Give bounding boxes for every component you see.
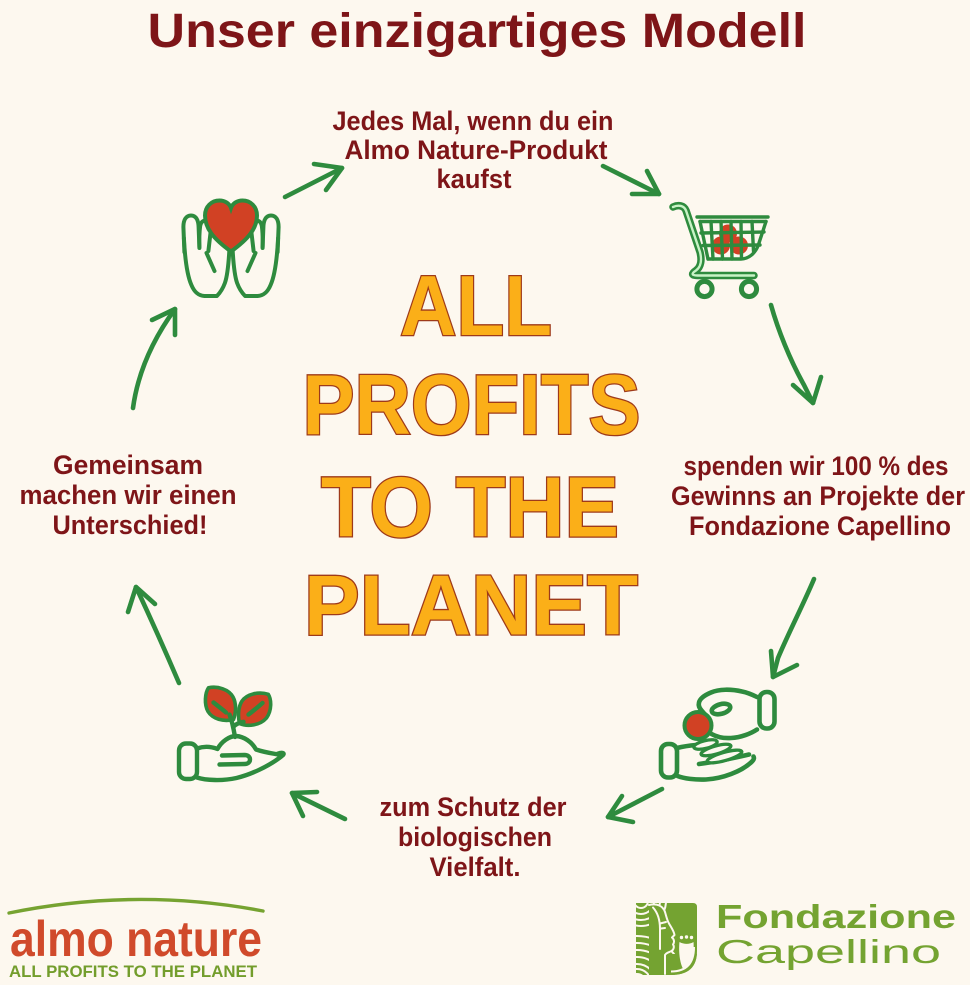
svg-text:ALL PROFITS TO THE PLANET: ALL PROFITS TO THE PLANET — [9, 962, 258, 981]
svg-text:machen wir einen: machen wir einen — [20, 480, 237, 510]
svg-text:ALL: ALL — [400, 259, 552, 354]
svg-text:Unterschied!: Unterschied! — [53, 510, 208, 540]
svg-text:spenden wir 100 % des: spenden wir 100 % des — [684, 451, 949, 481]
svg-text:Capellino: Capellino — [716, 933, 941, 970]
svg-text:PLANET: PLANET — [304, 559, 638, 654]
svg-text:Jedes Mal, wenn du ein: Jedes Mal, wenn du ein — [333, 106, 614, 136]
svg-text:Almo Nature-Produkt: Almo Nature-Produkt — [345, 135, 608, 165]
svg-text:kaufst: kaufst — [437, 164, 512, 194]
svg-text:almo nature: almo nature — [10, 911, 262, 967]
svg-text:Gewinns an Projekte der: Gewinns an Projekte der — [671, 481, 965, 511]
svg-text:zum Schutz der: zum Schutz der — [380, 792, 567, 822]
svg-text:TO THE: TO THE — [321, 461, 619, 556]
svg-text:Vielfalt.: Vielfalt. — [430, 852, 521, 882]
svg-text:Unser einzigartiges Modell: Unser einzigartiges Modell — [148, 5, 807, 58]
svg-text:PROFITS: PROFITS — [303, 358, 641, 453]
svg-text:biologischen: biologischen — [398, 822, 552, 852]
svg-text:Gemeinsam: Gemeinsam — [53, 450, 203, 480]
svg-text:Fondazione Capellino: Fondazione Capellino — [689, 511, 951, 541]
svg-text:Fondazione: Fondazione — [716, 898, 956, 935]
